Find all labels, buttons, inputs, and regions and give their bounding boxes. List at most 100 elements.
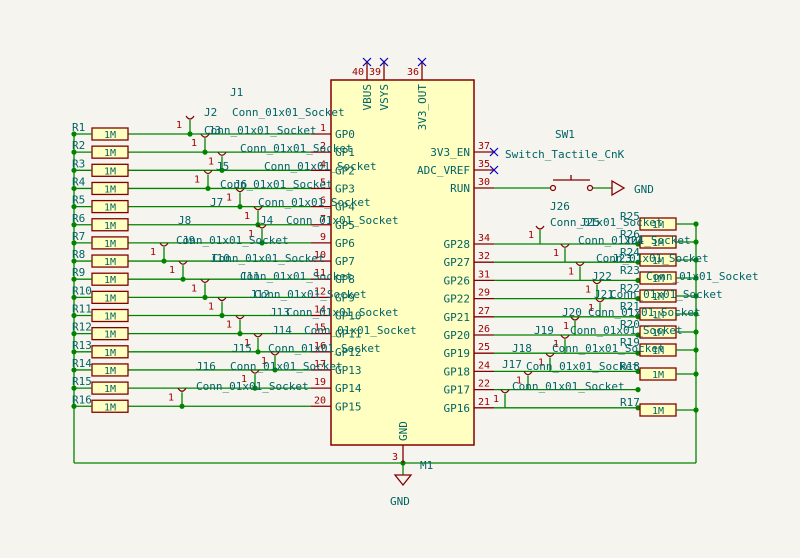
mcu-right-pin-number: 26 (478, 324, 490, 335)
resistor-value: 1M (104, 239, 116, 250)
connector-pin-number: 1 (150, 247, 156, 258)
connector-pin-number: 1 (191, 138, 197, 149)
connector-reference: J7 (210, 196, 223, 209)
connector-pin-number: 1 (261, 356, 267, 367)
resistor-reference: R18 (620, 360, 640, 373)
socket-icon (560, 243, 570, 248)
resistor-value: 1M (104, 148, 116, 159)
mcu-reference: M1 (420, 459, 433, 472)
socket-icon (159, 242, 169, 247)
resistor-value: 1M (104, 203, 116, 214)
mcu-left-pin-name: GP14 (335, 382, 362, 395)
connector-pin-number: 1 (588, 303, 594, 314)
connector-value: Conn_01x01_Socket (588, 306, 701, 319)
connector-pin-number: 1 (563, 321, 569, 332)
socket-icon (177, 387, 187, 392)
junction-dot (635, 241, 641, 247)
mcu-right-pin-name: GP16 (444, 402, 471, 415)
resistor-reference: R14 (72, 357, 92, 370)
connector-reference: J23 (612, 252, 632, 265)
mcu-right-pin-name: GP20 (444, 329, 471, 342)
connector-reference: J2 (204, 106, 217, 119)
connector-reference: J1 (230, 86, 243, 99)
connector-value: Conn_01x01_Socket (230, 360, 343, 373)
connector-value: Conn_01x01_Socket (550, 216, 663, 229)
resistor-reference: R23 (620, 264, 640, 277)
junction-dot (259, 240, 265, 246)
connector-value: Conn_01x01_Socket (258, 196, 371, 209)
switch-reference: SW1 (555, 128, 575, 141)
connector-value: Conn_01x01_Socket (286, 214, 399, 227)
junction-dot (219, 167, 225, 173)
resistor-reference: R19 (620, 336, 640, 349)
mcu-top-pin-name: VSYS (378, 84, 391, 111)
socket-icon (200, 278, 210, 283)
connector-reference: J22 (592, 270, 612, 283)
mcu-right-pin-name: GP21 (444, 311, 471, 324)
connector-value: Conn_01x01_Socket (596, 252, 709, 265)
connector-pin-number: 1 (191, 283, 197, 294)
connector-reference: J26 (550, 200, 570, 213)
mcu-right-pin-name: GP28 (444, 238, 471, 251)
connector-reference: J20 (562, 306, 582, 319)
switch-contact (586, 184, 594, 192)
connector-pin-number: 1 (493, 394, 499, 405)
connector-value: Conn_01x01_Socket (254, 288, 367, 301)
connector-value: Conn_01x01_Socket (304, 324, 417, 337)
junction-dot (635, 368, 641, 374)
socket-icon (217, 151, 227, 156)
mcu-right-pin-number: 25 (478, 342, 490, 353)
socket-icon (523, 371, 533, 376)
mcu-left-pin-name: GP1 (335, 146, 355, 159)
connector-pin-number: 1 (194, 174, 200, 185)
connector-reference: J14 (272, 324, 292, 337)
resistor-reference: R16 (72, 393, 92, 406)
resistor-reference: R6 (72, 212, 85, 225)
junction-dot (187, 131, 193, 137)
junction-dot (635, 350, 641, 356)
socket-icon (575, 262, 585, 266)
connector-reference: J13 (270, 306, 290, 319)
mcu-left-pin-name: GP13 (335, 364, 362, 377)
mcu-right-pin-number: 31 (478, 269, 490, 280)
mcu-right-pin-number: 24 (478, 360, 490, 371)
resistor-value: 1M (104, 221, 116, 232)
junction-dot (237, 204, 243, 210)
connector-value: Conn_01x01_Socket (232, 106, 345, 119)
wires-layer (71, 57, 699, 475)
resistor-reference: R12 (72, 321, 92, 334)
mcu-top-pin-number: 36 (407, 67, 419, 78)
connector-reference: J10 (210, 252, 230, 265)
junction-dot (635, 259, 641, 265)
mcu-right-pin-name: GP22 (444, 293, 471, 306)
connector-reference: J4 (260, 214, 274, 227)
resistor-reference: R26 (620, 228, 640, 241)
connector-value: Conn_01x01_Socket (512, 380, 625, 393)
mcu-right-pin-name: RUN (450, 182, 470, 195)
resistor-reference: R10 (72, 284, 92, 297)
connector-pin-number: 1 (208, 156, 214, 167)
connector-pin-number: 1 (248, 229, 254, 240)
socket-icon (592, 280, 602, 285)
mcu-right-pin-name: GP18 (444, 365, 471, 378)
mcu-right-pin-name: 3V3_EN (430, 146, 470, 159)
mcu-left-pin-name: GP3 (335, 182, 355, 195)
connector-reference: J12 (250, 288, 270, 301)
mcu-right-pin-number: 30 (478, 177, 490, 188)
connector-value: Conn_01x01_Socket (646, 270, 759, 283)
mcu-right-pin-name: GP27 (444, 256, 471, 269)
mcu-left-pin-name: GP9 (335, 291, 355, 304)
mcu-left-pin-name: GP4 (335, 201, 355, 214)
resistor-value: 1M (652, 274, 664, 285)
connector-value: Conn_01x01_Socket (220, 178, 333, 191)
connector-value: Conn_01x01_Socket (240, 270, 353, 283)
mcu-left-pin-name: GP15 (335, 400, 362, 413)
resistor-reference: R8 (72, 248, 85, 261)
connector-pin-number: 1 (208, 302, 214, 313)
connector-pin-number: 1 (226, 193, 232, 204)
mcu-right-pin-number: 21 (478, 397, 490, 408)
resistor-reference: R24 (620, 246, 640, 259)
resistor-value: 1M (652, 220, 664, 231)
mcu-top-pin-number: 39 (369, 67, 381, 78)
